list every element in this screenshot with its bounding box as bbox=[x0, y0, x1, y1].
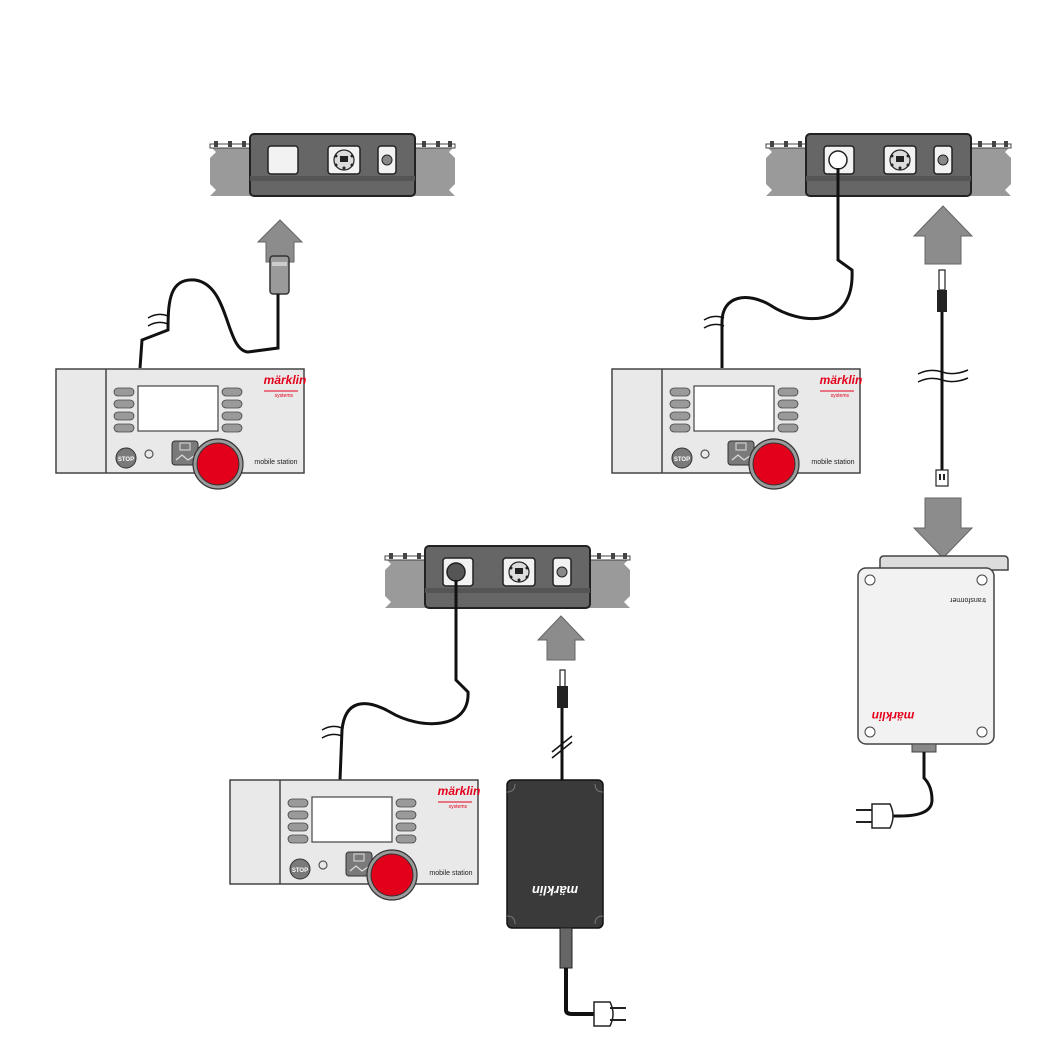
mobile-station-brand: märklin bbox=[820, 373, 863, 387]
arrow-up-icon bbox=[914, 206, 972, 264]
scenario-direct-connection: märklin systems STOP mobile station bbox=[56, 134, 455, 489]
mobile-station-brand: märklin bbox=[438, 784, 481, 798]
track-connector-box-icon bbox=[385, 546, 630, 608]
arrow-up-icon bbox=[538, 616, 584, 660]
mobile-station-brand: märklin bbox=[264, 373, 307, 387]
stop-button: STOP bbox=[118, 457, 134, 463]
cable-break-icon bbox=[148, 314, 168, 326]
track-connector-box-icon bbox=[210, 134, 455, 196]
cable bbox=[140, 280, 278, 368]
transformer-label: transformer bbox=[949, 596, 985, 603]
plug-icon bbox=[560, 670, 565, 688]
cable bbox=[722, 168, 852, 368]
mobile-station bbox=[56, 369, 304, 489]
power-supply-brand: märklin bbox=[532, 883, 578, 898]
stop-button: STOP bbox=[674, 457, 690, 463]
mobile-station-sub-brand: systems bbox=[275, 393, 294, 399]
mains-plug-icon bbox=[594, 1002, 626, 1026]
mobile-station bbox=[612, 369, 860, 489]
mobile-station-label: mobile station bbox=[429, 870, 472, 877]
cable-break-icon bbox=[322, 726, 342, 738]
mobile-station-label: mobile station bbox=[811, 459, 854, 466]
power-supply: märklin bbox=[507, 780, 603, 928]
scenario-power-supply-connection: märklin systems STOP mobile station märk… bbox=[230, 546, 630, 1026]
track-connector-box-icon bbox=[766, 134, 1011, 196]
transformer: transformer märklin bbox=[858, 556, 1008, 752]
transformer-brand: märklin bbox=[872, 709, 915, 723]
mobile-station-sub-brand: systems bbox=[449, 804, 468, 810]
mobile-station-sub-brand: systems bbox=[831, 393, 850, 399]
plug-icon bbox=[270, 256, 289, 294]
mobile-station-label: mobile station bbox=[254, 459, 297, 466]
stop-button: STOP bbox=[292, 868, 308, 874]
arrow-down-icon bbox=[914, 498, 972, 558]
cable bbox=[340, 580, 468, 780]
mains-plug-icon bbox=[856, 804, 893, 828]
mobile-station bbox=[230, 780, 478, 900]
plug-icon bbox=[939, 270, 945, 290]
scenario-transformer-connection: märklin systems STOP mobile station tran… bbox=[612, 134, 1011, 828]
